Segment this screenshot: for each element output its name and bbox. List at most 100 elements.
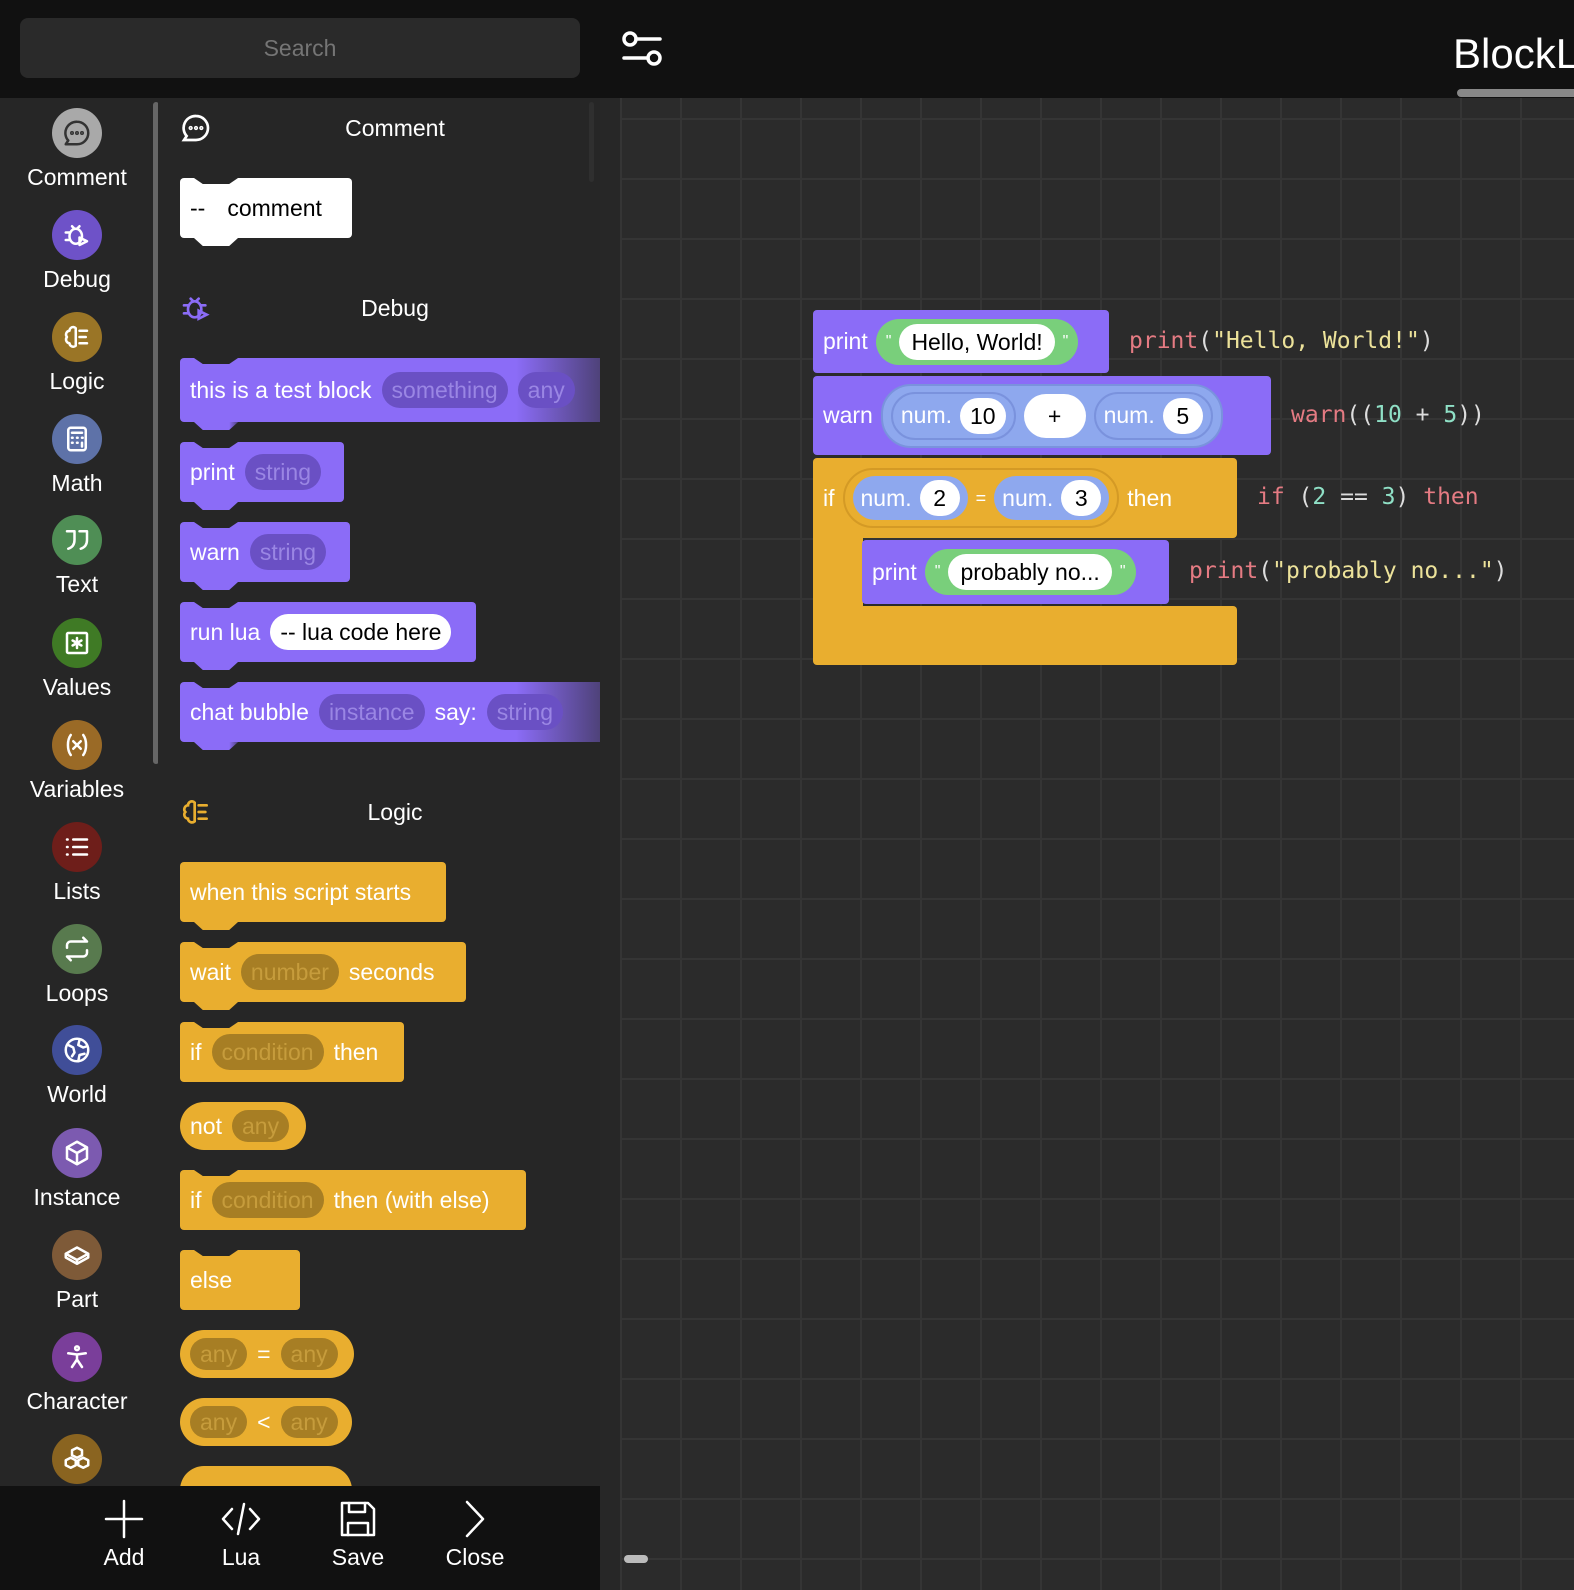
quote-mark: ": [885, 332, 892, 350]
string-reporter[interactable]: "Hello, World!": [875, 318, 1079, 365]
script-print-block[interactable]: print "Hello, World!": [813, 310, 1109, 373]
close-button[interactable]: Close: [425, 1498, 525, 1571]
category-circle: [52, 720, 102, 770]
run-lua-block[interactable]: run lua -- lua code here: [180, 602, 476, 662]
warn-block[interactable]: warn string: [180, 522, 350, 582]
lua-code-input[interactable]: -- lua code here: [270, 614, 452, 650]
code-token: 10: [1374, 402, 1402, 428]
category-logic[interactable]: Logic: [0, 312, 154, 395]
script-if-block[interactable]: if num.2 = num.3 then: [813, 458, 1237, 538]
print-block[interactable]: print string: [180, 442, 344, 502]
operator: =: [257, 1340, 271, 1367]
asterisk-box-icon: [65, 631, 89, 655]
brick-icon: [64, 1246, 90, 1265]
block-slot[interactable]: something: [381, 372, 508, 408]
lua-button[interactable]: Lua: [191, 1498, 291, 1571]
section-title: Logic: [367, 799, 423, 825]
block-slot[interactable]: number: [240, 954, 339, 990]
category-scrollbar[interactable]: [153, 102, 159, 764]
category-circle: [52, 108, 102, 158]
code-token: 3: [1381, 484, 1396, 510]
block-label: num.: [900, 402, 952, 428]
number-reporter[interactable]: num.3: [994, 476, 1110, 520]
script-inner-print-block[interactable]: print "probably no...": [862, 540, 1169, 604]
block-label: print: [872, 558, 917, 585]
code-preview-line: print("Hello, World!"): [1129, 328, 1434, 354]
block-slot[interactable]: instance: [318, 694, 425, 730]
category-lists[interactable]: Lists: [0, 822, 154, 905]
block-slot[interactable]: any: [280, 1338, 338, 1370]
chevron-right-icon: [465, 1500, 485, 1538]
number-input[interactable]: 3: [1061, 480, 1102, 516]
tab-active-indicator: [1457, 89, 1574, 97]
add-button[interactable]: Add: [74, 1498, 174, 1571]
category-label: Lists: [53, 878, 101, 904]
code-preview-line: warn((10 + 5)): [1291, 402, 1485, 428]
number-input[interactable]: 5: [1162, 397, 1203, 434]
category-instance[interactable]: Instance: [0, 1128, 154, 1211]
string-input[interactable]: probably no...: [948, 554, 1112, 590]
comment-block[interactable]: -- comment: [180, 178, 352, 238]
category-debug[interactable]: Debug: [0, 210, 154, 293]
block-slot[interactable]: any: [231, 1110, 290, 1142]
else-block[interactable]: else: [180, 1250, 300, 1310]
category-values[interactable]: Values: [0, 618, 154, 701]
string-input[interactable]: Hello, World!: [899, 323, 1055, 360]
if-then-block[interactable]: if condition then: [180, 1022, 404, 1082]
code-preview-line: if (2 == 3) then: [1257, 484, 1479, 510]
add-reporter[interactable]: num. 10 + num.5: [880, 383, 1223, 448]
code-token: ==: [1326, 484, 1382, 510]
number-input[interactable]: 10: [960, 397, 1006, 434]
category-world[interactable]: World: [0, 1025, 154, 1108]
settings-sliders-icon[interactable]: [620, 28, 666, 70]
block-slot[interactable]: any: [517, 372, 575, 408]
number-input[interactable]: 2: [919, 480, 960, 516]
tab-title[interactable]: BlockL: [1453, 30, 1574, 77]
block-slot[interactable]: any: [190, 1406, 248, 1438]
if-then-else-block[interactable]: if condition then (with else): [180, 1170, 526, 1230]
code-token: (: [1284, 484, 1313, 510]
number-reporter[interactable]: num.2: [852, 476, 968, 520]
less-than-block[interactable]: any < any: [180, 1398, 352, 1446]
string-reporter[interactable]: "probably no...": [924, 549, 1136, 595]
block-slot[interactable]: string: [249, 534, 327, 570]
category-more[interactable]: [0, 1434, 154, 1484]
number-reporter[interactable]: num. 10: [890, 391, 1016, 440]
number-reporter[interactable]: num.5: [1093, 391, 1213, 440]
block-slot[interactable]: string: [486, 694, 564, 730]
block-slot[interactable]: condition: [211, 1034, 324, 1070]
block-slot[interactable]: any: [280, 1406, 338, 1438]
block-slot[interactable]: string: [244, 454, 321, 490]
not-block[interactable]: not any: [180, 1102, 306, 1150]
comparison-block-partial[interactable]: [180, 1466, 352, 1486]
category-circle: [52, 515, 102, 565]
category-part[interactable]: Part: [0, 1230, 154, 1313]
category-text[interactable]: Text: [0, 515, 154, 598]
chat-bubble-block[interactable]: chat bubble instance say: string: [180, 682, 600, 742]
equals-reporter[interactable]: num.2 = num.3: [842, 468, 1120, 528]
save-button[interactable]: Save: [308, 1498, 408, 1571]
operator-dropdown[interactable]: +: [1023, 393, 1086, 438]
script-warn-block[interactable]: warn num.10 + num.5: [813, 376, 1271, 455]
category-variables[interactable]: Variables: [0, 720, 154, 803]
test-block[interactable]: this is a test block something any: [180, 358, 600, 422]
equals-block[interactable]: any = any: [180, 1330, 354, 1378]
block-label: if: [190, 1038, 202, 1065]
block-slot[interactable]: condition: [211, 1182, 324, 1218]
category-comment[interactable]: Comment: [0, 108, 154, 191]
search-input[interactable]: [20, 18, 580, 78]
category-character[interactable]: Character: [0, 1332, 154, 1415]
category-loops[interactable]: Loops: [0, 924, 154, 1007]
block-slot[interactable]: any: [190, 1338, 248, 1370]
flyout-scrollbar[interactable]: [589, 102, 594, 182]
block-label: seconds: [348, 958, 435, 985]
category-math[interactable]: Math: [0, 414, 154, 497]
when-script-starts-block[interactable]: when this script starts: [180, 862, 446, 922]
category-label: Logic: [49, 368, 105, 394]
canvas-scrollbar[interactable]: [624, 1555, 648, 1563]
code-token: +: [1401, 402, 1444, 428]
category-label: Variables: [29, 776, 125, 802]
wait-block[interactable]: wait number seconds: [180, 942, 466, 1002]
code-token: (: [1258, 558, 1273, 584]
block-label: then: [1127, 484, 1173, 511]
